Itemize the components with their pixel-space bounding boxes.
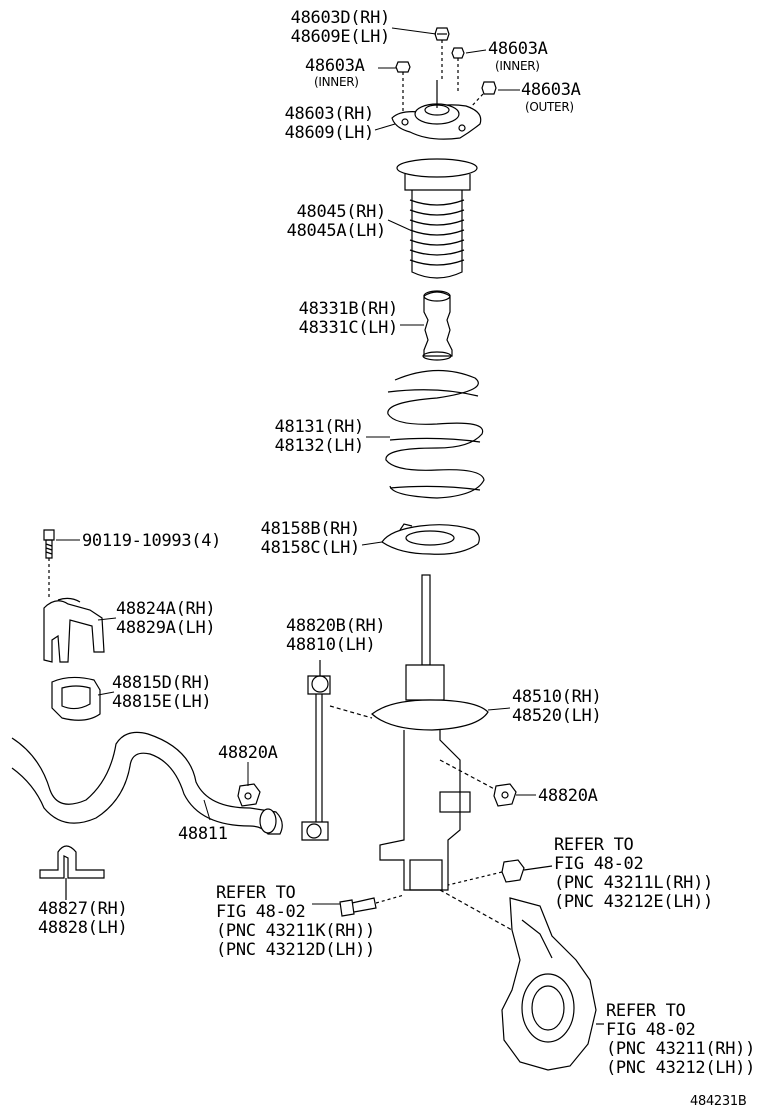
refer-line: (PNC 43211(RH)) [606, 1039, 756, 1059]
part-number: 48132(LH) [274, 436, 365, 456]
label-link-nut-right: 48820A [538, 786, 598, 806]
part-number: 48045(RH) [296, 202, 387, 222]
label-strut: 48510(RH) 48520(LH) [512, 687, 602, 726]
note-inner-left: (INNER) [314, 75, 359, 89]
label-inner-nut-left: 48603A [305, 57, 365, 76]
coil-spring-icon [385, 369, 485, 499]
top-nut-icon [434, 27, 450, 80]
inner-nut-left-icon [395, 61, 411, 112]
link-nut-right-icon [493, 783, 517, 807]
part-number: 48331C(LH) [298, 318, 399, 338]
label-bolt: 90119-10993(4) [82, 531, 222, 551]
label-stabilizer: 48811 [178, 824, 228, 844]
figure-id: 484231B [690, 1094, 747, 1109]
part-number: 48603A [305, 56, 365, 76]
label-refer-bolt: REFER TO FIG 48-02 (PNC 43211K(RH)) (PNC… [216, 884, 375, 960]
label-link: 48820B(RH) 48810(LH) [286, 616, 386, 655]
part-number: 48609E(LH) [290, 27, 391, 47]
part-number: 48828(LH) [38, 918, 128, 938]
label-link-nut-left: 48820A [218, 743, 278, 763]
part-number: 48603A [521, 80, 581, 100]
steering-knuckle-icon [439, 889, 604, 1071]
part-number: 48609(LH) [284, 123, 375, 143]
label-outer-nut: 48603A [521, 81, 581, 100]
part-number: 48045A(LH) [286, 221, 387, 241]
note-outer: (OUTER) [525, 100, 574, 114]
part-number: 48510(RH) [512, 687, 602, 707]
refer-line: (PNC 43212(LH)) [606, 1058, 756, 1078]
label-top-nut: 48603D(RH) 48609E(LH) [280, 8, 391, 47]
part-number: 48827(RH) [38, 899, 128, 919]
refer-line: REFER TO [216, 883, 296, 903]
outer-nut-icon [469, 81, 497, 109]
knuckle-nut-icon [447, 859, 553, 886]
refer-line: REFER TO [606, 1001, 686, 1021]
part-number: 48815D(RH) [112, 673, 212, 693]
leader-lines [56, 27, 536, 905]
strut-icon [329, 574, 501, 891]
part-number: 48820B(RH) [286, 616, 386, 636]
bracket-icon [43, 597, 105, 663]
part-number: 48158B(RH) [260, 519, 361, 539]
inner-nut-right-icon [451, 47, 465, 92]
bolt-icon [43, 529, 55, 598]
refer-line: FIG 48-02 [554, 854, 644, 874]
part-number: 48131(RH) [274, 417, 365, 437]
part-number: 48829A(LH) [116, 618, 216, 638]
label-inner-nut-right: 48603A [488, 40, 548, 59]
part-number: 48158C(LH) [260, 538, 361, 558]
refer-line: (PNC 43211K(RH)) [216, 921, 375, 941]
strut-bolt-icon [339, 894, 405, 917]
refer-line: FIG 48-02 [216, 902, 306, 922]
lower-bracket-icon [39, 845, 105, 900]
stabilizer-bar-icon [11, 731, 283, 835]
refer-line: FIG 48-02 [606, 1020, 696, 1040]
bump-stop-icon [422, 290, 453, 361]
label-bumper: 48331B(RH) 48331C(LH) [280, 299, 399, 338]
label-bushing: 48815D(RH) 48815E(LH) [112, 673, 212, 712]
refer-line: (PNC 43212D(LH)) [216, 940, 375, 960]
note-inner-right: (INNER) [495, 59, 540, 73]
refer-line: REFER TO [554, 835, 634, 855]
link-nut-left-icon [237, 783, 261, 807]
part-number: 48520(LH) [512, 706, 602, 726]
label-boot: 48045(RH) 48045A(LH) [270, 202, 387, 241]
strut-mount-icon [391, 80, 482, 140]
label-refer-knuckle: REFER TO FIG 48-02 (PNC 43211(RH)) (PNC … [606, 1002, 755, 1078]
label-lower-bracket: 48827(RH) 48828(LH) [38, 899, 128, 938]
bushing-icon [51, 676, 101, 721]
refer-line: (PNC 43211L(RH)) [554, 873, 713, 893]
label-refer-nut: REFER TO FIG 48-02 (PNC 43211L(RH)) (PNC… [554, 836, 713, 912]
refer-line: (PNC 43212E(LH)) [554, 892, 713, 912]
part-number: 48603A [488, 39, 548, 59]
part-number: 48824A(RH) [116, 599, 216, 619]
label-support: 48603(RH) 48609(LH) [268, 104, 375, 143]
part-number: 48331B(RH) [298, 299, 399, 319]
stabilizer-link-icon [301, 660, 331, 841]
label-insulator: 48158B(RH) 48158C(LH) [244, 519, 361, 558]
spring-insulator-icon [381, 523, 480, 555]
part-number: 48810(LH) [286, 635, 376, 655]
part-number: 48603(RH) [284, 104, 375, 124]
label-spring: 48131(RH) 48132(LH) [258, 417, 365, 456]
dust-boot-icon [396, 158, 478, 279]
part-number: 48603D(RH) [290, 8, 391, 28]
part-number: 48815E(LH) [112, 692, 212, 712]
label-bracket: 48824A(RH) 48829A(LH) [116, 599, 216, 638]
